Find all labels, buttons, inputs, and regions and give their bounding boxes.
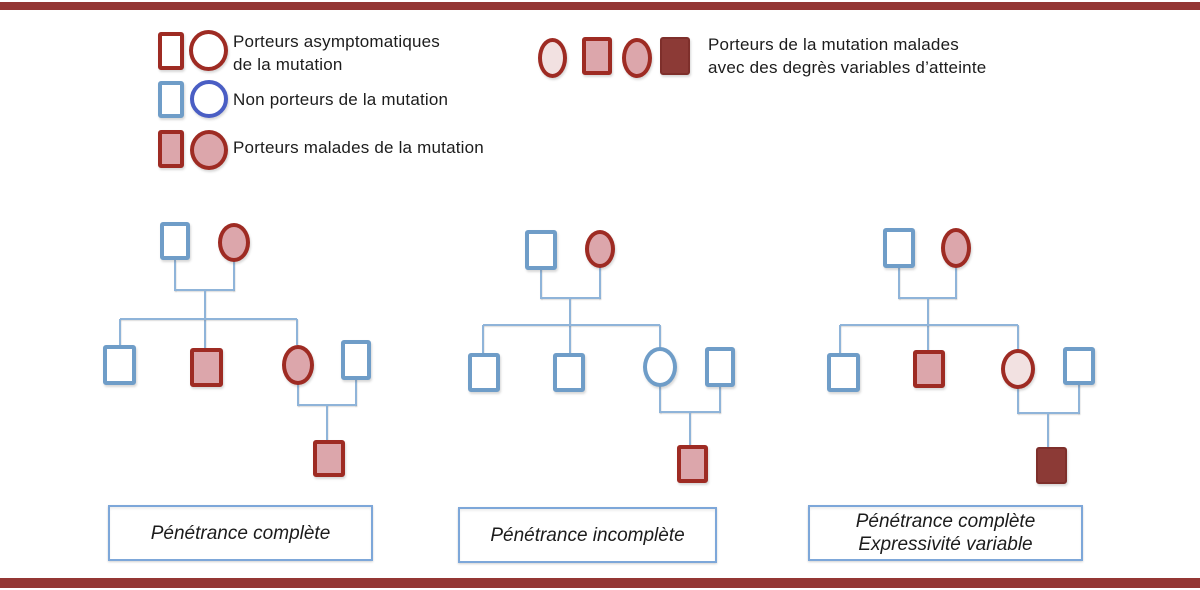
legend-variable-circle-mild (538, 38, 567, 78)
penetrance-complete-line-2 (233, 261, 235, 291)
p2-mother (585, 230, 615, 268)
penetrance-complete-line-9 (355, 379, 357, 406)
penetrance-incomplete-line-4 (569, 298, 571, 354)
p3-mother (941, 228, 971, 268)
p1-spouse (341, 340, 371, 380)
legend-label-non-carriers: Non porteurs de la mutation (233, 90, 449, 109)
p3-father (883, 228, 915, 268)
p1-grandchild (313, 440, 345, 477)
p2-spouse (705, 347, 735, 387)
p2-child1 (468, 353, 500, 392)
p2-grandchild (677, 445, 708, 483)
p3-child1 (827, 353, 860, 392)
penetrance-incomplete-line-8 (659, 386, 661, 413)
top-border-bar (0, 2, 1200, 10)
p1-child3 (282, 345, 314, 385)
penetrance-incomplete-line-11 (689, 412, 691, 446)
p2-child2 (553, 353, 585, 392)
penetrance-complete-line-6 (119, 319, 121, 346)
legend-label-asymptomatic-carriers: Porteurs asymptomatiques de la mutation (233, 32, 440, 74)
penetrance-incomplete-line-1 (540, 269, 542, 299)
p2-child3 (643, 347, 677, 387)
p3-child2 (913, 350, 945, 388)
legend-noncarrier-circle (190, 80, 228, 118)
bottom-border-bar (0, 578, 1200, 588)
p3-grandchild (1036, 447, 1067, 484)
caption-variable-expressivity: Pénétrance complète Expressivité variabl… (808, 505, 1083, 561)
p3-spouse (1063, 347, 1095, 385)
penetrance-incomplete-line-5 (483, 324, 660, 326)
legend-variable-square-severe (660, 37, 690, 75)
p3-child3 (1001, 349, 1035, 389)
penetrance-complete-line-8 (297, 384, 299, 406)
legend-affected-circle (190, 130, 228, 170)
penetrance-complete-expressivite-variable-line-9 (1078, 384, 1080, 414)
p1-father (160, 222, 190, 260)
legend-variable-square-affected (582, 37, 612, 75)
legend-affected-square (158, 130, 184, 168)
penetrance-complete-line-1 (174, 260, 176, 291)
legend-asymptomatic-square (158, 32, 184, 70)
penetrance-complete-expressivite-variable-line-2 (955, 267, 957, 299)
p1-child2 (190, 348, 223, 387)
p1-mother (218, 223, 250, 262)
caption-complete-penetrance: Pénétrance complète (108, 505, 373, 561)
penetrance-complete-line-5 (120, 318, 297, 320)
penetrance-complete-expressivite-variable-line-1 (898, 267, 900, 299)
legend-label-affected-carriers: Porteurs malades de la mutation (233, 138, 484, 157)
penetrance-complete-expressivite-variable-line-7 (1017, 325, 1019, 350)
legend-asymptomatic-circle (189, 30, 228, 71)
legend-variable-circle-affected (622, 38, 652, 78)
p2-father (525, 230, 557, 270)
p1-child1 (103, 345, 136, 385)
legend-label-variable-severity-carriers: Porteurs de la mutation malades avec des… (708, 35, 987, 77)
penetrance-complete-line-11 (326, 405, 328, 441)
penetrance-complete-expressivite-variable-line-5 (840, 324, 1018, 326)
penetrance-complete-expressivite-variable-line-6 (839, 325, 841, 354)
penetrance-incomplete-line-2 (599, 267, 601, 299)
legend-noncarrier-square (158, 81, 184, 118)
penetrance-incomplete-line-7 (659, 325, 661, 348)
penetrance-complete-line-7 (296, 319, 298, 345)
penetrance-incomplete-line-6 (482, 325, 484, 354)
penetrance-incomplete-line-9 (719, 386, 721, 413)
caption-incomplete-penetrance: Pénétrance incomplète (458, 507, 717, 563)
penetrance-complete-expressivite-variable-line-11 (1047, 413, 1049, 448)
penetrance-complete-expressivite-variable-line-8 (1017, 388, 1019, 414)
